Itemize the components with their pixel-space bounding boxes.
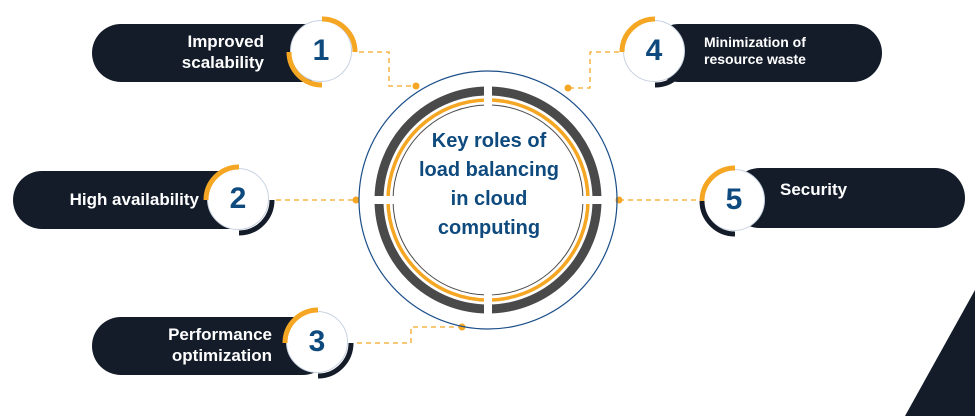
corner-decoration xyxy=(905,290,975,416)
item-1-label-line2: scalability xyxy=(181,52,264,72)
connector-1 xyxy=(359,51,414,87)
item-4-label-line1: Minimization of xyxy=(704,34,806,50)
item-5-pill: Security xyxy=(730,168,965,228)
item-2-number: 2 xyxy=(229,182,247,215)
item-1-label-line1: Improved xyxy=(187,32,264,51)
item-3-number: 3 xyxy=(308,325,326,358)
item-5-number: 5 xyxy=(725,183,743,216)
item-1-badge: 1 xyxy=(286,16,358,88)
item-1-number: 1 xyxy=(312,34,330,67)
item-5-label-line1: Security xyxy=(780,180,848,199)
connector-dot-2 xyxy=(352,196,360,204)
item-5-arc xyxy=(699,165,736,237)
connector-4 xyxy=(568,51,619,89)
item-2-arc xyxy=(203,164,275,236)
item-3-label-line2: optimization xyxy=(171,345,272,365)
item-4-badge: 4 xyxy=(619,16,691,88)
item-2-label-line1: High availability xyxy=(69,190,199,209)
item-1-arc xyxy=(286,16,358,88)
center-title: Key roles of load balancing in cloud com… xyxy=(418,130,560,239)
item-5-badge: 5 xyxy=(699,165,765,237)
connector-dot-3 xyxy=(458,323,466,331)
connector-3 xyxy=(357,326,462,344)
item-4-arc xyxy=(619,16,691,88)
item-3-label-line1: Performance xyxy=(168,325,272,344)
item-3-arc xyxy=(282,307,354,379)
item-4-number: 4 xyxy=(645,34,663,67)
connector-dot-1 xyxy=(412,82,420,90)
item-4-label-line2: resource waste xyxy=(704,51,806,68)
center-rings xyxy=(358,70,618,330)
item-2-badge: 2 xyxy=(203,164,275,236)
item-3-badge: 3 xyxy=(282,307,354,379)
connector-dot-4 xyxy=(564,84,572,92)
